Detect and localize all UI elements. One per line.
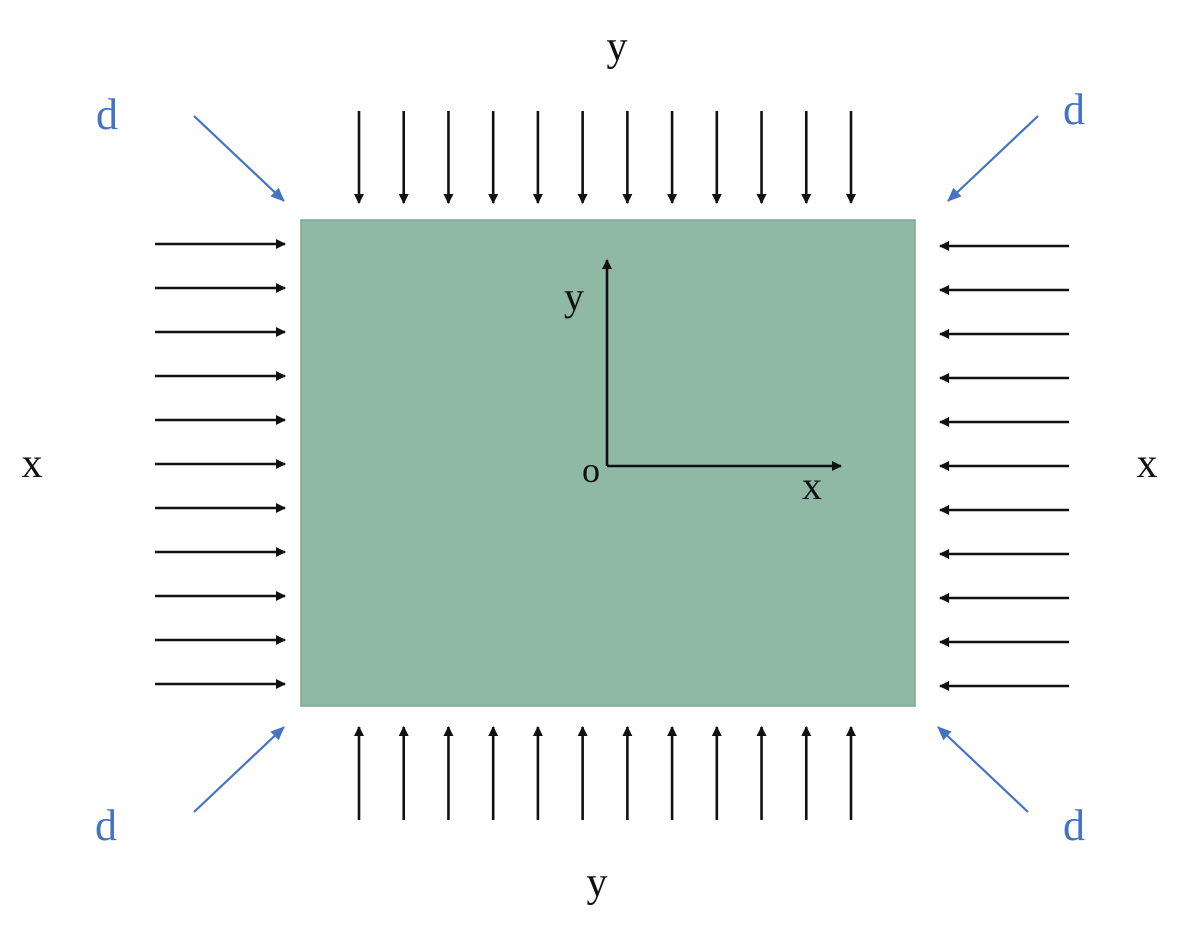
left-load-arrows — [155, 239, 286, 689]
d-arrow-bottom-right — [937, 726, 1029, 813]
left-x-label: x — [22, 441, 43, 487]
axis-x-label: x — [802, 463, 822, 508]
d-arrow-bottom-left — [193, 726, 285, 813]
axis-y-label: y — [564, 274, 584, 319]
right-x-label: x — [1137, 441, 1158, 487]
top-y-label: y — [607, 24, 628, 70]
origin-label: o — [582, 450, 600, 490]
d-arrow-top-right — [947, 115, 1039, 202]
d-arrow-top-left — [193, 115, 285, 202]
d-label-top-left: d — [96, 90, 118, 139]
top-load-arrows — [354, 111, 856, 204]
d-label-bottom-right: d — [1063, 801, 1085, 850]
d-label-top-right: d — [1063, 85, 1085, 134]
bottom-y-label: y — [587, 860, 608, 906]
d-label-bottom-left: d — [95, 801, 117, 850]
bottom-load-arrows — [354, 726, 856, 820]
right-load-arrows — [939, 241, 1069, 691]
